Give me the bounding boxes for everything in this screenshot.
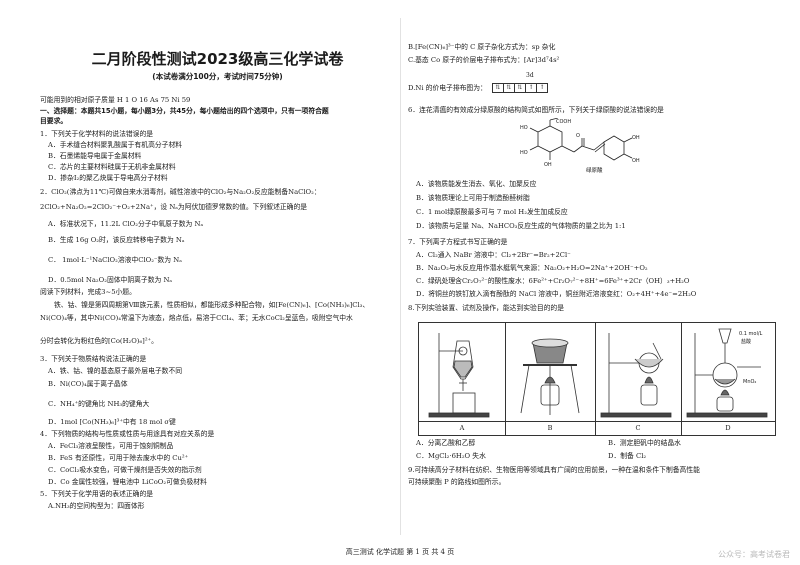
crucible-heating-icon	[520, 338, 580, 415]
q5-option-c: C.基态 Co 原子的价层电子排布式为：[Ar]3d⁷4s²	[408, 56, 560, 64]
q1-option-c: C．芯片的主要材料硅属于无机非金属材料	[48, 163, 176, 171]
page-footer: 高三测试 化学试题 第 1 页 共 4 页	[345, 548, 455, 556]
q1-option-a: A．手术缝合材料聚乳酸属于有机高分子材料	[48, 141, 183, 149]
q3-option-d: D．1mol [Co(NH₃)₆]³⁺中有 18 mol σ键	[48, 418, 176, 426]
section1-heading: 一、选择题：本题共15小题，每小题3分，共45分，每小题给出的四个选项中，只有一…	[40, 107, 329, 115]
q1-stem: 1．下列关于化学材料的说法错误的是	[40, 130, 154, 138]
atomic-masses: 可能用到的相对原子质量 H 1 O 16 As 75 Ni 59	[40, 96, 191, 104]
chlorogenic-acid-structure: COOH HO HO OH O OH OH 绿原酸	[520, 118, 640, 174]
right-column: B.[Fe(CN)₆]³⁻中的 C 原子杂化方式为：sp 杂化 C.基态 Co …	[408, 0, 778, 565]
q5-option-a: A.NH₃的空间构型为：四面体形	[48, 502, 145, 510]
q6-option-a: A．该物质能发生消去、氧化、加聚反应	[416, 180, 537, 188]
q4-option-a: A．FeCl₃溶液呈酸性，可用于蚀刻铜制品	[48, 442, 174, 450]
apparatus-table: A B	[418, 322, 776, 436]
q6-option-b: B．该物质理论上可用于制造酚醛树脂	[416, 194, 530, 202]
label-acid: 盐酸	[741, 338, 751, 345]
q2-option-b: B．生成 16g O₂时，该反应转移电子数为 Nₐ	[48, 236, 185, 244]
q7-option-c: C．绿矾处理含Cr₂O₇²⁻的酸性废水：6Fe²⁺+Cr₂O₇²⁻+8H⁺=6F…	[416, 277, 690, 285]
q1-option-b: B．石墨烯能导电属于金属材料	[48, 152, 142, 160]
left-column: 二月阶段性测试2023级高三化学试卷 (本试卷满分100分，考试时间75分钟) …	[40, 0, 395, 565]
apparatus-label-b: B	[505, 421, 595, 435]
exam-subtitle: (本试卷满分100分，考试时间75分钟)	[152, 72, 283, 81]
q9-line-2: 可持续聚酯 P 的路线如图所示。	[408, 478, 506, 486]
apparatus-cell-b: B	[505, 323, 596, 435]
q2-option-a: A．标准状况下，11.2L ClO₂分子中氧原子数为 Nₐ	[48, 220, 204, 228]
q4-option-b: B．FeS 有还原性，可用于除去废水中的 Cu²⁺	[48, 454, 189, 462]
svg-text:HO: HO	[520, 150, 528, 156]
chlorine-generator-icon: 0.1 mol/L 盐酸 MnO₂	[686, 328, 768, 418]
passage-line-3: 分时会转化为粉红色的[Co(H₂O)₆]²⁺。	[40, 337, 158, 345]
q8-option-b: B．测定胆矾中的结晶水	[608, 439, 681, 447]
label-concentration: 0.1 mol/L	[739, 331, 763, 337]
q2-option-c: C． 1mol·L⁻¹NaClO₂溶液中ClO₂⁻数为 Nₐ	[48, 256, 182, 264]
apparatus-cell-d: 0.1 mol/L 盐酸 MnO₂ D	[681, 323, 775, 435]
q3-option-a: A．铁、钴、镍的基态原子最外层电子数不同	[48, 367, 183, 375]
orbital-box-icon: ↑	[536, 83, 548, 93]
q4-option-c: C．CoCl₂吸水变色，可做干燥剂是否失效的指示剂	[48, 466, 202, 474]
q5-stem: 5．下列关于化学用语的表述正确的是	[40, 490, 154, 498]
svg-text:OH: OH	[632, 135, 640, 141]
passage-intro: 阅读下列材料，完成3~5小题。	[40, 288, 136, 296]
q4-stem: 4．下列物质的结构与性质或性质与用途具有对应关系的是	[40, 430, 215, 438]
svg-text:O: O	[576, 133, 580, 139]
svg-text:COOH: COOH	[556, 119, 571, 125]
apparatus-label-c: C	[595, 421, 681, 435]
watermark: 公众号：高考试卷君	[718, 550, 790, 559]
q9-line-1: 9.可持续高分子材料在纺织、生物医用等领域具有广阔的应用前景，一种在温和条件下制…	[408, 466, 700, 474]
q6-option-c: C．1 mol绿原酸最多可与 7 mol H₂发生加成反应	[416, 208, 568, 216]
q3-option-b: B．Ni(CO)₄属于离子晶体	[48, 380, 128, 388]
svg-text:OH: OH	[544, 162, 552, 168]
page-title: 二月阶段性测试2023级高三化学试卷	[91, 50, 344, 68]
q7-option-a: A．Cl₂通入 NaBr 溶液中：Cl₂+2Br⁻=Br₂+2Cl⁻	[416, 251, 571, 259]
orbital-label: 3d	[526, 72, 534, 79]
q4-option-d: D．Co 金属性较强，锂电池中 LiCoO₂可做负极材料	[48, 478, 207, 486]
q7-stem: 7．下列离子方程式书写正确的是	[408, 238, 508, 246]
orbital-diagram: ⇅⇅⇅↑↑	[492, 83, 548, 93]
q5-option-d: D.Ni 的价电子排布图为： ⇅⇅⇅↑↑	[408, 83, 778, 93]
q7-option-b: B．Na₂O₂与水反应用作潜水艇氧气来源：Na₂O₂+H₂O=2Na⁺+2OH⁻…	[416, 264, 648, 272]
q8-option-c: C．MgCl₂·6H₂O 失水	[416, 452, 486, 460]
column-divider	[400, 18, 401, 535]
q2-option-d: D．0.5mol Na₂O₂固体中阴离子数为 Nₐ	[48, 276, 173, 284]
apparatus-cell-c: C	[595, 323, 682, 435]
q6-option-d: D．该物质与足量 Na、NaHCO₃反应生成的气体物质的量之比为 1:1	[416, 222, 626, 230]
svg-text:HO: HO	[520, 125, 528, 131]
q2-stem: 2．ClO₂(沸点为11℃)可做自来水消毒剂，碱性溶液中的ClO₂与Na₂O₂反…	[40, 188, 321, 196]
benzene-ring	[603, 135, 625, 161]
q5-option-d-text: D.Ni 的价电子排布图为：	[408, 84, 487, 92]
q6-stem: 6．连花清瘟的有效成分绿原酸的结构简式如图所示，下列关于绿原酸的说法错误的是	[408, 106, 664, 114]
q3-stem: 3．下列关于物质结构说法正确的是	[40, 355, 147, 363]
q8-option-d: D．制备 Cl₂	[608, 452, 647, 460]
apparatus-label-a: A	[419, 421, 505, 435]
structure-caption: 绿原酸	[586, 166, 603, 174]
section1-heading-cont: 目要求。	[40, 117, 68, 125]
q1-option-d: D．掺杂I₂的聚乙炔属于导电高分子材料	[48, 174, 168, 182]
label-mno2: MnO₂	[743, 379, 756, 385]
q3-option-c: C．NH₄⁺的键角比 NH₃的键角大	[48, 400, 150, 408]
evaporating-dish-icon	[600, 333, 672, 418]
q5-option-b: B.[Fe(CN)₆]³⁻中的 C 原子杂化方式为：sp 杂化	[408, 43, 556, 51]
q8-option-a: A．分离乙酸和乙醇	[416, 439, 476, 447]
q7-option-d: D．将铜丝的铁钉放入滴有酚酞的 NaCl 溶液中，铜丝附近溶液变红：O₂+4H⁺…	[416, 290, 697, 298]
q8-stem: 8.下列实验装置、试剂及操作，能达到实验目的的是	[408, 304, 565, 312]
separatory-funnel-icon	[428, 333, 490, 418]
apparatus-cell-a: A	[419, 323, 506, 435]
apparatus-label-d: D	[681, 421, 775, 435]
svg-text:OH: OH	[632, 158, 640, 164]
passage-line-1: 铁、钴、镍是第四周期第Ⅷ族元素，性质相似，都能形成多种配合物，如[Fe(CN)₆…	[54, 301, 370, 309]
q2-equation: 2ClO₂+Na₂O₂=2ClO₂⁻+O₂+2Na⁺，设 Nₐ为阿伏加德罗常数的…	[40, 203, 308, 211]
cyclohexane-ring	[537, 125, 563, 153]
passage-line-2: Ni(CO)₄等，其中Ni(CO)₄常温下为液态，熔点低，易溶于CCl₄、苯；无…	[40, 314, 353, 322]
